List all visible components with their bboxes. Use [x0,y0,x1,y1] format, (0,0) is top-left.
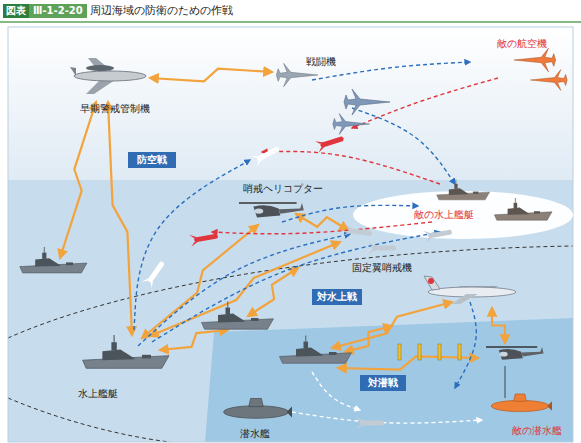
datalink-bolt [296,214,348,230]
dipping-sonar-cable [505,366,506,398]
submarine-label: 潜水艦 [240,428,270,440]
missile-symbol [368,242,396,254]
ship-symbol [20,247,87,273]
node-text: 敵の水上艦艇 [414,208,474,222]
patrol-aircraft-symbol [424,276,516,304]
frame [8,27,573,442]
missile-symbol [315,133,345,153]
ship-symbol [83,335,169,368]
arrow-group [60,62,505,423]
fighter-symbol [530,70,567,91]
awacs-symbol [70,58,146,94]
missile-symbol [189,230,219,247]
sonobuoy [438,344,441,360]
fighter-symbol [514,48,555,71]
datalink-bolt [150,69,272,82]
enemy-label: 敵の航空機 [497,38,547,50]
operation-box: 防空戦 [128,152,176,168]
enemy-attack-path [262,151,440,184]
guidance-path [455,302,476,388]
datalink-bolt [492,308,505,343]
header-rule [0,21,581,23]
datalink-bolt [142,225,258,338]
datalink-bolt [332,302,452,348]
figure-badge: 図表 [3,4,29,18]
ship-label: 水上艦艇 [78,388,118,400]
datalink-bolt [108,102,132,335]
ship-symbol [202,302,274,330]
datalink-bolt [160,330,228,350]
aircraft-label: 早期警戒管制機 [80,103,150,115]
sonobuoy [458,344,461,360]
torpedo-path [292,412,482,423]
sonobuoy [418,344,421,360]
submarine-symbol [224,399,292,419]
operation-box: 対潜戦 [360,375,406,391]
fleet-zone-line [8,398,170,442]
enemy-fleet-ellipse: 敵の水上艦艇 [352,190,574,240]
helicopter-symbol [239,203,304,217]
vehicle-group [20,48,567,429]
figure-title: 周辺海域の防衛のための作戦 [90,4,233,18]
datalink-bolt [248,268,298,316]
fighter-symbol [344,89,390,115]
node-text: 対潜戦 [368,376,398,390]
submarine-symbol [491,394,552,412]
torpedo-path [312,372,360,410]
deep-water [205,318,573,442]
ship-symbol [280,336,352,364]
aircraft-label: 戦闘機 [306,56,336,68]
sky-area [8,27,573,183]
enemy-attack-path [352,78,498,128]
node-text: 対水上戦 [317,290,357,304]
aircraft-label: 固定翼哨戒機 [352,262,412,274]
guidance-path [352,108,455,184]
fighter-symbol [333,114,370,135]
helicopter-symbol [486,347,544,360]
guidance-path [152,232,440,342]
enemy-label: 敵の潜水艦 [512,425,562,437]
sea-area [8,180,573,442]
node-text: 防空戦 [137,153,167,167]
figure-number: Ⅲ-1-2-20 [29,4,87,18]
guidance-path [134,160,250,330]
fleet-zone-line [8,246,573,338]
missile-symbol [142,259,168,289]
missile-symbol [356,417,384,429]
datalink-bolt [345,326,392,352]
aircraft-label: 哨戒ヘリコプター [243,183,323,195]
sonobuoy [398,344,401,360]
missile-symbol [251,143,281,167]
datalink-bolt [338,356,478,369]
datalink-bolt [60,102,96,258]
operation-box: 対水上戦 [312,289,362,305]
